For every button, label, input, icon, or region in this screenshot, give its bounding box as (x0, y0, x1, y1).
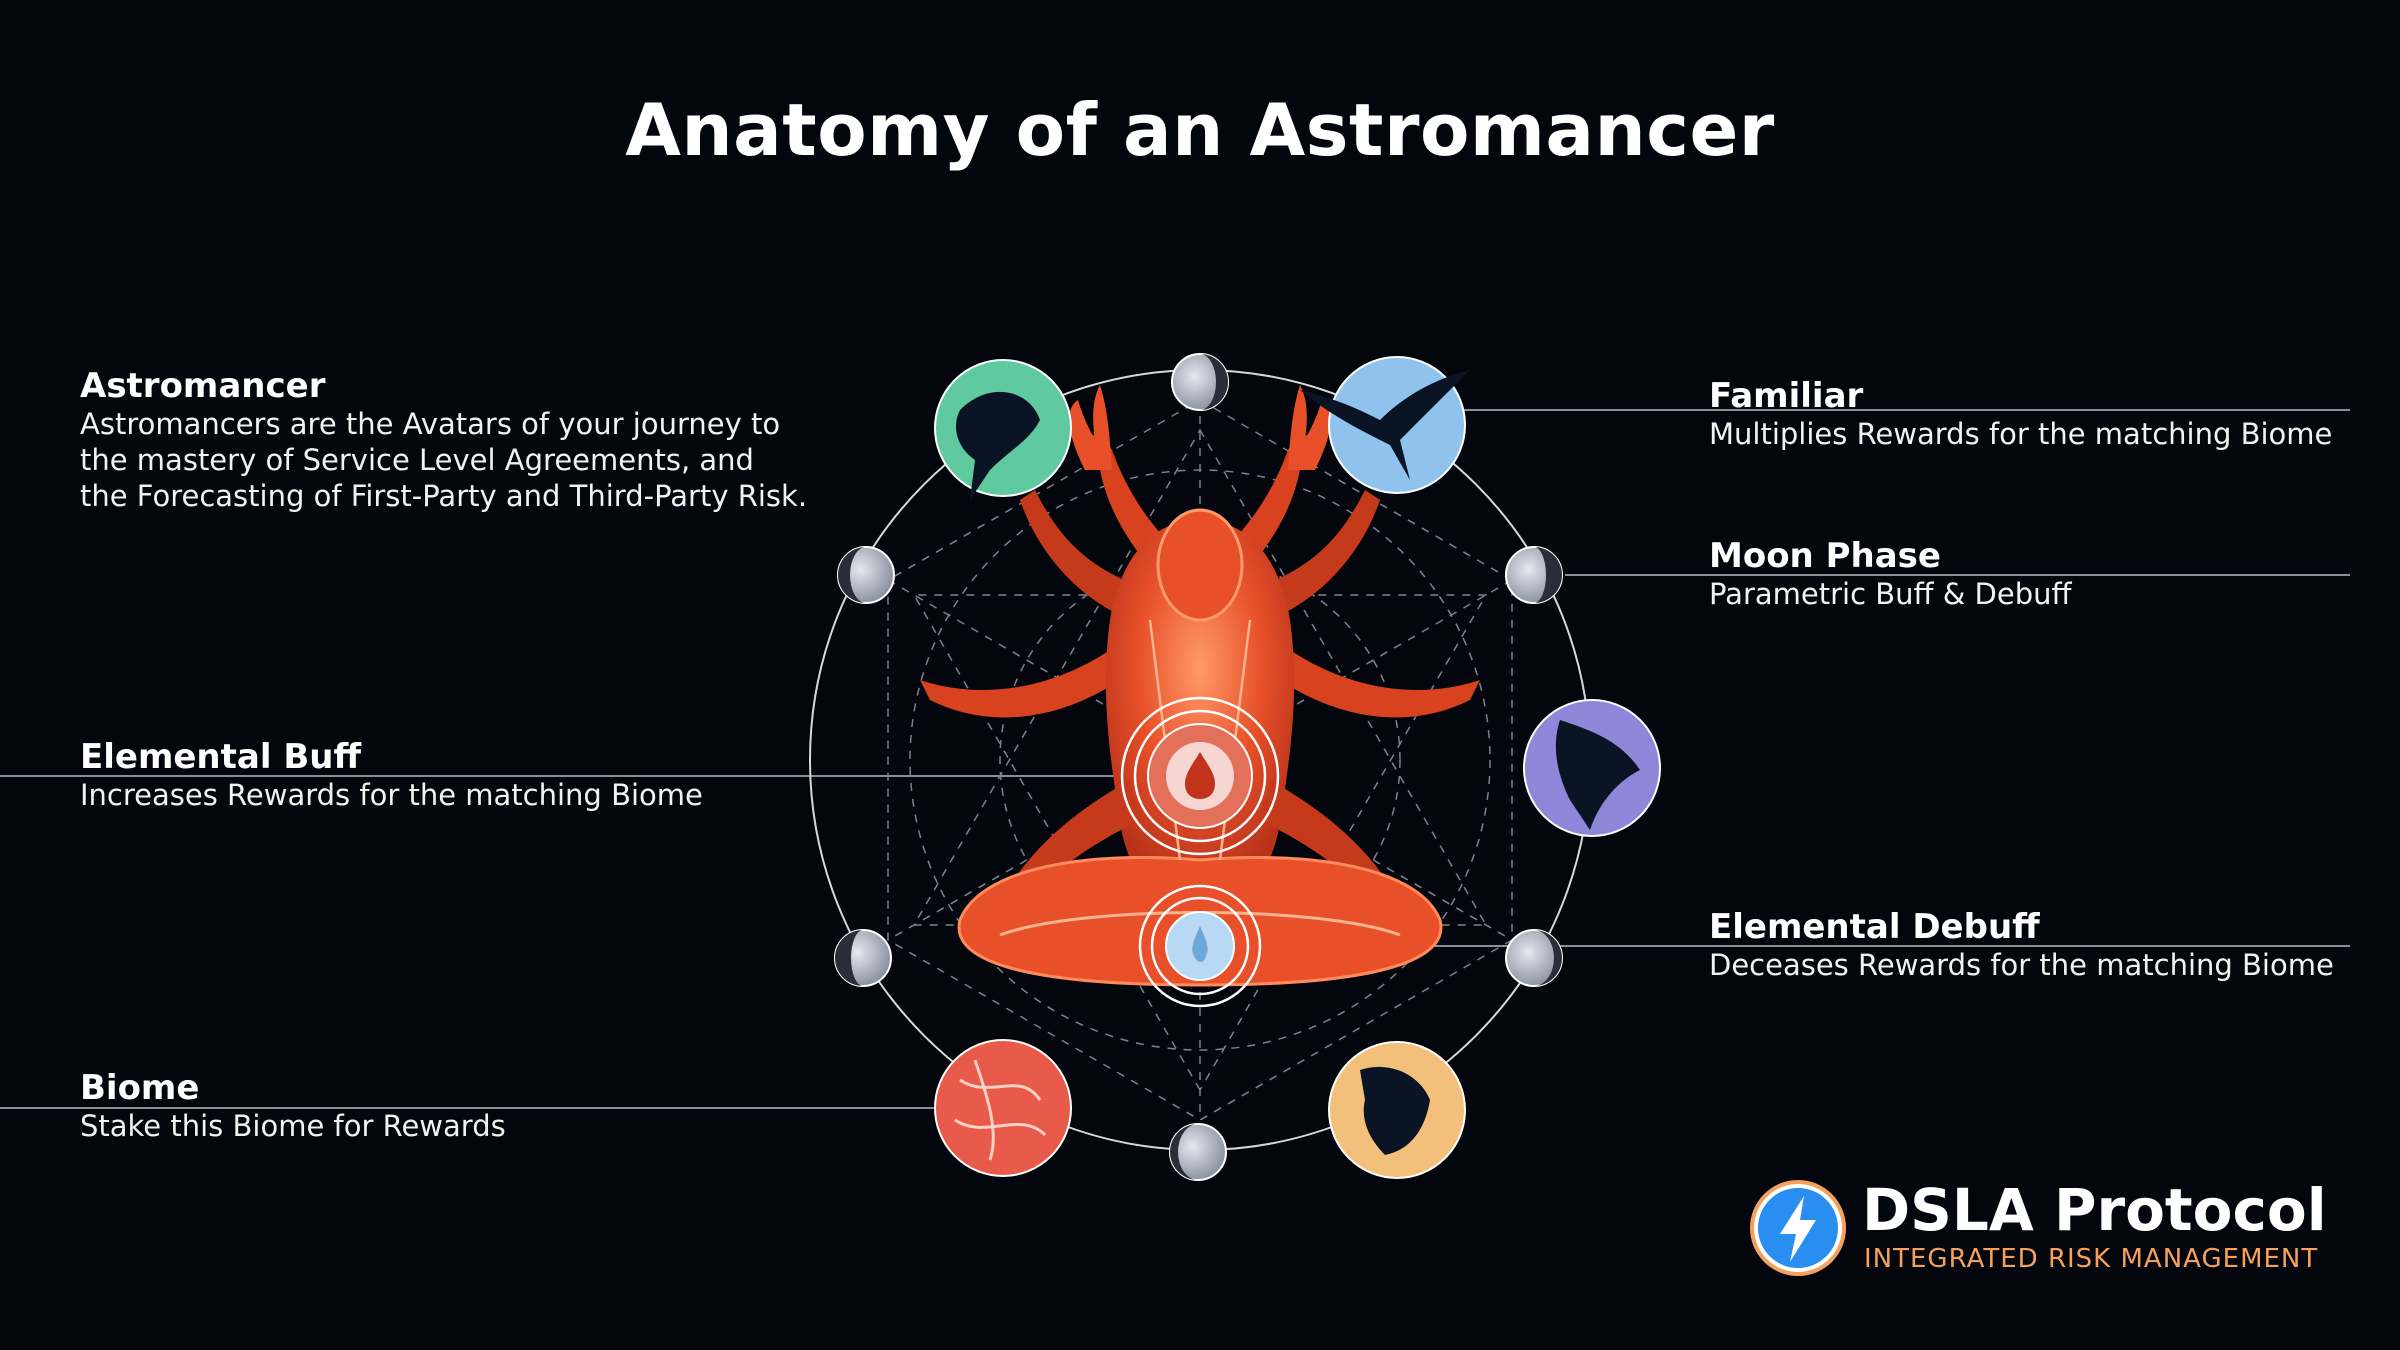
familiar-orb-top-right (1300, 356, 1470, 494)
elemental-buff-desc: Increases Rewards for the matching Biome (80, 778, 703, 812)
label-elemental-buff: Elemental Buff Increases Rewards for the… (80, 737, 703, 813)
biome-orb (934, 1039, 1072, 1177)
moon-phase-orbs (834, 353, 1563, 1181)
lightning-bolt-icon (1750, 1180, 1846, 1276)
familiar-orb-bottom-right (1328, 1041, 1466, 1179)
bear-constellation-icon (1360, 1066, 1430, 1155)
elemental-buff-emblem (1120, 696, 1280, 856)
familiar-orb-top-left (934, 359, 1072, 500)
label-elemental-debuff: Elemental Debuff Deceases Rewards for th… (1709, 907, 2334, 983)
label-biome: Biome Stake this Biome for Rewards (80, 1068, 506, 1144)
brand-name: DSLA Protocol (1862, 1176, 2327, 1244)
elemental-debuff-emblem (1138, 884, 1262, 1008)
familiar-orb-right (1523, 699, 1661, 837)
elemental-debuff-heading: Elemental Debuff (1709, 907, 2040, 947)
crane-constellation-icon (1300, 370, 1470, 480)
astromancer-heading: Astromancer (80, 366, 326, 406)
dragon-constellation-icon (1555, 720, 1640, 830)
brand-block: DSLA Protocol INTEGRATED RISK MANAGEMENT (1748, 1174, 2328, 1284)
page-title: Anatomy of an Astromancer (625, 88, 1775, 172)
biome-desc: Stake this Biome for Rewards (80, 1109, 506, 1143)
elemental-debuff-desc: Deceases Rewards for the matching Biome (1709, 948, 2334, 982)
moon-phase-heading: Moon Phase (1709, 536, 1941, 576)
brand-tagline: INTEGRATED RISK MANAGEMENT (1864, 1244, 2319, 1274)
moon-phase-desc: Parametric Buff & Debuff (1709, 577, 2072, 611)
astromancer-desc-line: the mastery of Service Level Agreements,… (80, 443, 754, 477)
label-familiar: Familiar Multiplies Rewards for the matc… (1709, 376, 2332, 452)
biome-heading: Biome (80, 1068, 200, 1108)
label-moon-phase: Moon Phase Parametric Buff & Debuff (1709, 536, 2072, 612)
astromancer-desc-line: Astromancers are the Avatars of your jou… (80, 407, 781, 441)
raven-constellation-icon (955, 391, 1040, 500)
elemental-buff-heading: Elemental Buff (80, 737, 361, 777)
astromancer-desc-line: the Forecasting of First-Party and Third… (80, 479, 808, 513)
label-astromancer: Astromancer Astromancers are the Avatars… (80, 366, 807, 514)
familiar-desc: Multiplies Rewards for the matching Biom… (1709, 417, 2333, 451)
familiar-heading: Familiar (1709, 376, 1864, 416)
